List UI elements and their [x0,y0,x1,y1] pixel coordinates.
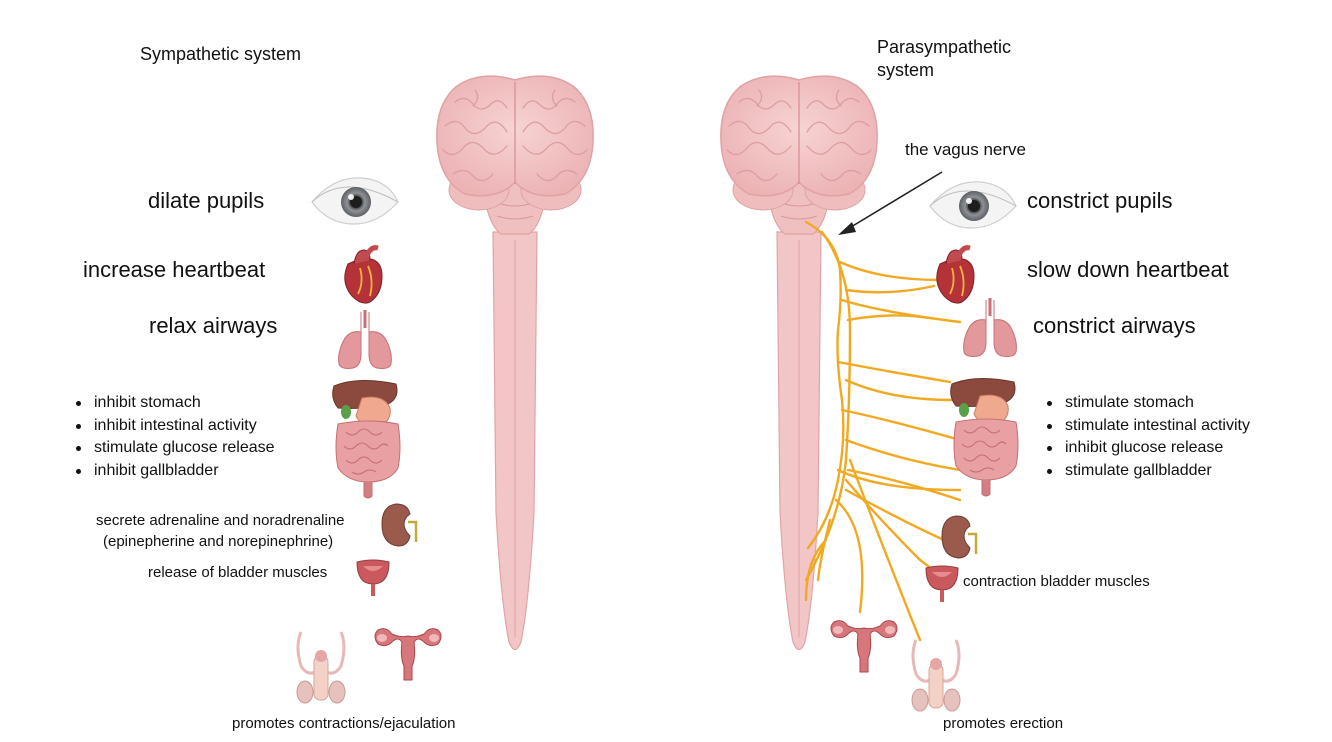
list-item: stimulate intestinal activity [1045,415,1250,438]
heart-icon [345,248,382,303]
male-reproductive-icon [295,630,347,705]
list-item: inhibit gallbladder [74,460,275,483]
parasympathetic-heart-label: slow down heartbeat [1027,257,1229,282]
sympathetic-digestive-list: inhibit stomach inhibit intestinal activ… [74,392,275,482]
parasympathetic-reproductive-label: promotes erection [943,715,1064,732]
bladder-icon [925,565,959,603]
sympathetic-adrenal-label-2: (epinepherine and norepinephrine) [103,533,334,550]
brain-icon [436,75,594,651]
list-item: inhibit glucose release [1045,437,1250,460]
sympathetic-airways-label: relax airways [149,313,278,338]
sympathetic-reproductive-label: promotes contractions/ejaculation [232,715,456,732]
sympathetic-title: Sympathetic system [140,44,302,64]
parasympathetic-title-line-1: Parasympathetic [877,37,1012,57]
lungs-icon [962,296,1018,358]
parasympathetic-digestive-list: stimulate stomach stimulate intestinal a… [1045,392,1250,482]
kidney-icon [380,502,418,548]
bladder-icon [356,559,390,597]
brain-icon [720,75,878,651]
eye-icon [311,177,399,225]
eye-icon [929,181,1017,229]
sympathetic-pupils-label: dilate pupils [148,188,265,213]
digestive-organs-icon [950,377,1019,497]
male-reproductive-icon [910,638,962,713]
kidney-icon [940,514,978,560]
parasympathetic-pupils-label: constrict pupils [1027,188,1173,213]
digestive-organs-icon [332,379,401,499]
parasympathetic-airways-label: constrict airways [1033,313,1196,338]
heart-icon [937,248,974,303]
vagus-nerve-label: the vagus nerve [905,140,1026,159]
parasympathetic-title-line-2: system [877,60,935,80]
list-item: inhibit intestinal activity [74,415,275,438]
list-item: stimulate stomach [1045,392,1250,415]
lungs-icon [337,308,393,370]
sympathetic-adrenal-label-1: secrete adrenaline and noradrenaline [96,512,345,529]
uterus-icon [374,628,442,681]
sympathetic-bladder-label: release of bladder muscles [148,564,328,581]
arrow-icon [838,171,943,235]
list-item: inhibit stomach [74,392,275,415]
uterus-icon [830,620,898,673]
list-item: stimulate gallbladder [1045,460,1250,483]
list-item: stimulate glucose release [74,437,275,460]
parasympathetic-title: Parasympathetic system [877,36,1011,82]
parasympathetic-bladder-label: contraction bladder muscles [963,573,1150,590]
sympathetic-heart-label: increase heartbeat [83,257,266,282]
